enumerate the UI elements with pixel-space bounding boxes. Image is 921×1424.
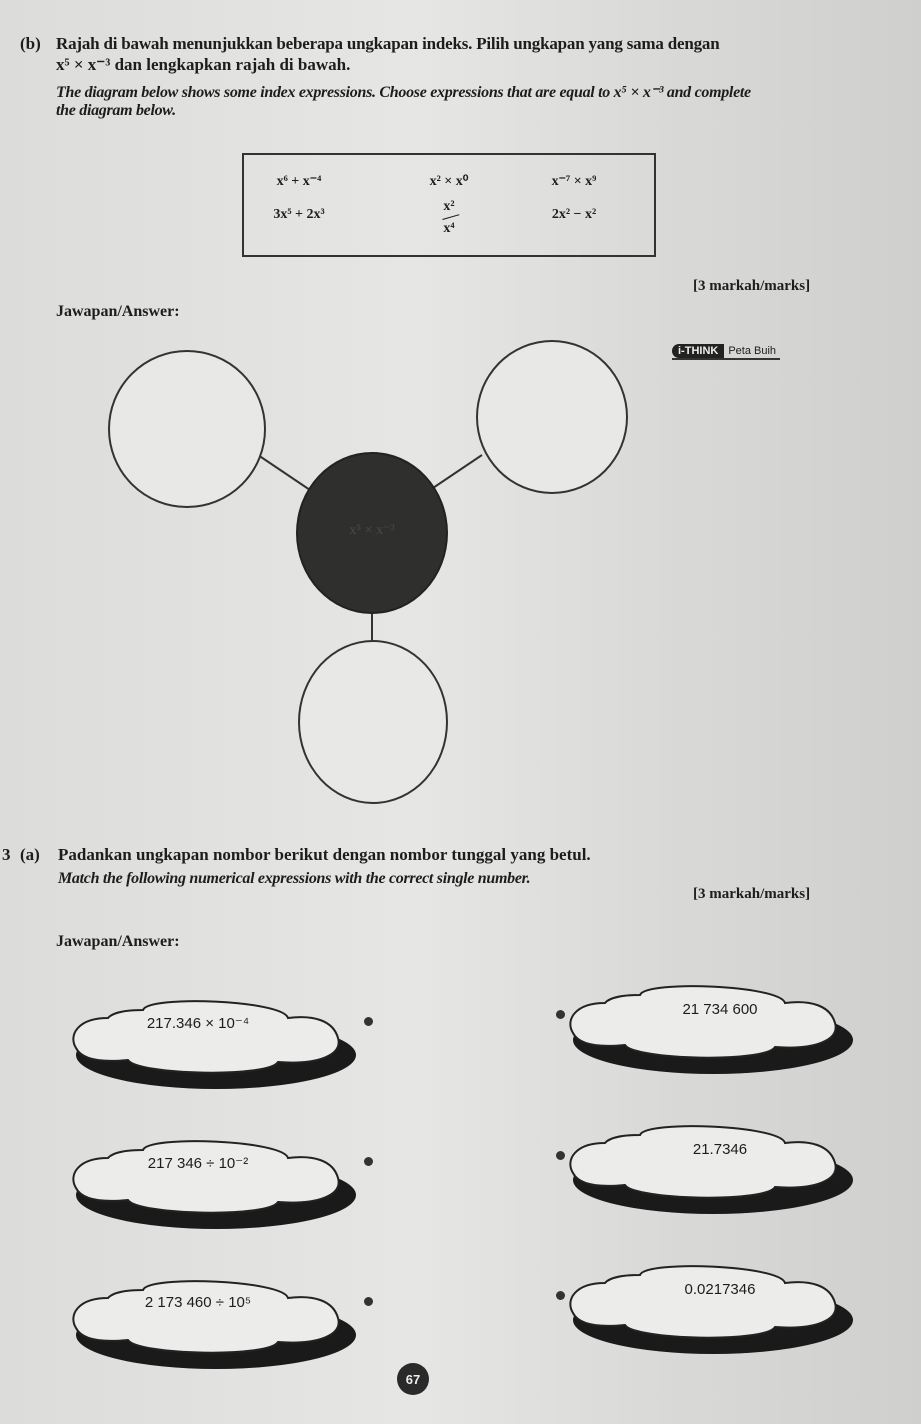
- question-b-label: (b): [20, 34, 41, 53]
- right-cloud-2: 21.7346: [565, 1115, 865, 1230]
- left-match-dot-3[interactable]: [364, 1297, 373, 1306]
- right-cloud-1: 21 734 600: [565, 975, 865, 1090]
- expression-6: 2x² − x²: [551, 207, 597, 222]
- expression-1: x⁶ + x⁻⁴: [276, 174, 322, 189]
- expression-4: 3x⁵ + 2x³: [273, 207, 325, 222]
- right-cloud-2-text: 21.7346: [692, 1141, 748, 1158]
- question-b-malay-line1: Rajah di bawah menunjukkan beberapa ungk…: [56, 34, 720, 53]
- connector-right: [429, 454, 483, 491]
- answer-label-3a: Jawapan/Answer:: [56, 933, 180, 950]
- answer-bubble-right[interactable]: [476, 340, 628, 494]
- question-3a-english: Match the following numerical expression…: [58, 870, 531, 887]
- marks-b: [3 markah/marks]: [693, 278, 811, 294]
- question-b-english-line2: the diagram below.: [56, 102, 176, 119]
- left-cloud-1-text: 217.346 × 10⁻⁴: [146, 1015, 250, 1032]
- left-match-dot-2[interactable]: [364, 1157, 373, 1166]
- question-3a-malay: Padankan ungkapan nombor berikut dengan …: [58, 845, 591, 864]
- left-match-dot-1[interactable]: [364, 1017, 373, 1026]
- expression-2: x² × x⁰: [429, 174, 469, 189]
- left-cloud-3-text: 2 173 460 ÷ 10⁵: [144, 1294, 252, 1311]
- left-cloud-2-text: 217 346 ÷ 10⁻²: [147, 1155, 249, 1172]
- left-cloud-3: 2 173 460 ÷ 10⁵: [68, 1270, 368, 1385]
- left-cloud-2: 217 346 ÷ 10⁻²: [68, 1130, 368, 1245]
- right-match-dot-2[interactable]: [556, 1151, 565, 1160]
- fraction-denominator: x⁴: [443, 221, 455, 236]
- fraction-expression: x² / x⁴: [437, 199, 463, 236]
- center-bubble-text: x⁵ × x⁻³: [349, 523, 395, 538]
- page-number: 67: [397, 1363, 429, 1395]
- right-cloud-1-text: 21 734 600: [682, 1001, 758, 1018]
- answer-bubble-bottom[interactable]: [298, 640, 448, 804]
- question-3-number: 3: [2, 845, 11, 864]
- question-3a-label: (a): [20, 845, 40, 864]
- center-bubble: x⁵ × x⁻³: [296, 452, 448, 614]
- right-cloud-3-text: 0.0217346: [684, 1281, 756, 1298]
- marks-3a: [3 markah/marks]: [693, 886, 811, 902]
- left-cloud-1: 217.346 × 10⁻⁴: [68, 990, 368, 1105]
- right-match-dot-3[interactable]: [556, 1291, 565, 1300]
- answer-bubble-left[interactable]: [108, 350, 266, 508]
- ithink-badge: i-THINK Peta Buih: [672, 344, 781, 360]
- expression-3: x⁻⁷ × x⁹: [551, 174, 597, 189]
- fraction-numerator: x²: [443, 199, 455, 214]
- expression-box: x⁶ + x⁻⁴ x² × x⁰ x⁻⁷ × x⁹ 3x⁵ + 2x³ x² /…: [242, 153, 656, 257]
- bubble-connectors: [257, 454, 483, 642]
- question-b-malay-line2: x⁵ × x⁻³ dan lengkapkan rajah di bawah.: [56, 55, 351, 74]
- right-match-dot-1[interactable]: [556, 1010, 565, 1019]
- expression-5: x² / x⁴: [389, 199, 509, 236]
- answer-label-b: Jawapan/Answer:: [56, 303, 180, 320]
- ithink-map-label: Peta Buih: [728, 345, 777, 357]
- question-b-english-line1: The diagram below shows some index expre…: [56, 84, 751, 101]
- right-cloud-3: 0.0217346: [565, 1255, 865, 1370]
- ithink-logo: i-THINK: [672, 344, 725, 358]
- connector-left: [257, 454, 311, 491]
